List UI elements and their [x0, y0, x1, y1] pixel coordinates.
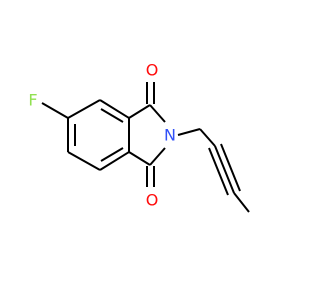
atom-label-n: N	[164, 126, 176, 145]
atom-label-o-top: O	[146, 61, 159, 80]
bond-n-ch2	[177, 128, 201, 136]
bond-c3a-c3	[128, 151, 151, 166]
bond-c3-ch3	[233, 192, 250, 213]
atom-label-o-bottom: O	[146, 191, 159, 210]
atom-label-f: F	[28, 91, 37, 110]
bond-c5-f	[41, 102, 69, 119]
bond-c3a-c4	[99, 151, 130, 171]
aromatic-inner-1	[100, 108, 124, 123]
triple-bond-b	[208, 147, 229, 196]
bond-c5-c6	[67, 99, 101, 119]
benzene-ring	[67, 99, 130, 171]
triple-bond-c	[220, 143, 241, 192]
bond-c1-n	[149, 104, 166, 123]
molecule-diagram: F O O N	[28, 61, 250, 213]
bond-c4-c3	[67, 151, 101, 171]
triple-bond-a	[214, 145, 235, 194]
bond-ch2-c2	[199, 128, 216, 147]
aromatic-inner-2	[100, 147, 124, 162]
bond-c6-c7a	[99, 99, 130, 119]
bond-c7a-c1	[128, 104, 151, 119]
bond-c3-n	[149, 147, 166, 166]
